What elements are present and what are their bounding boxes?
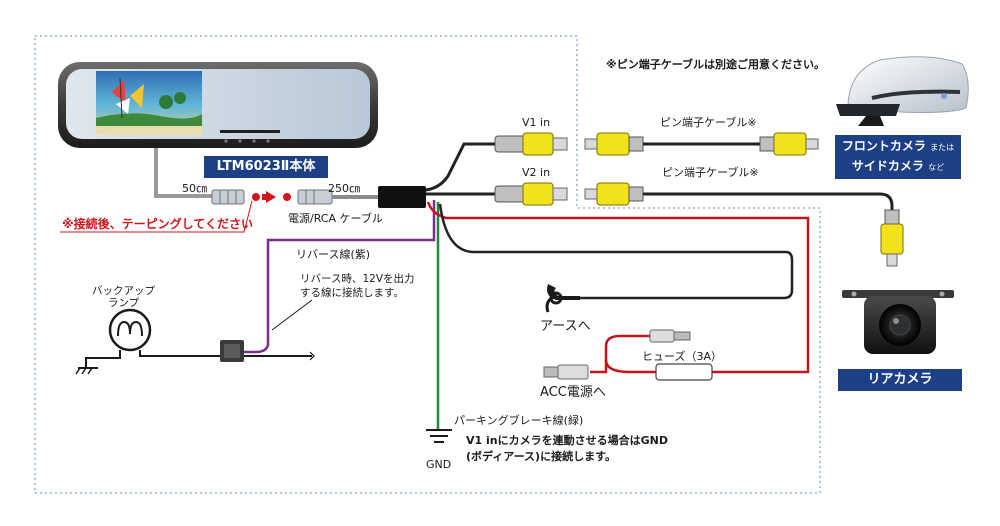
backup-lamp-icon: [75, 308, 220, 375]
acc-connector-upper: [649, 329, 691, 343]
v1-cable: [425, 142, 495, 192]
front-camera-or: または: [930, 143, 955, 152]
label-v2-in: V2 in: [522, 166, 550, 179]
connect-arrow: [266, 191, 276, 203]
label-50cm: 50㎝: [182, 182, 207, 195]
gnd-icon: [426, 429, 452, 443]
pin-cable-2: [584, 182, 904, 267]
taping-point-left: [252, 193, 260, 201]
mirror-label: LTM6023Ⅱ本体: [204, 156, 328, 178]
parking-note-line1: V1 inにカメラを連動させる場合はGND: [466, 433, 668, 447]
connector-50cm: [211, 189, 245, 205]
reverse-wire: [244, 200, 436, 354]
mirror-cable: [154, 148, 215, 198]
junction-box: [378, 186, 426, 208]
taping-leader: [60, 200, 253, 233]
splice-connector: [220, 340, 315, 362]
label-gnd: GND: [426, 458, 451, 471]
ground-wire: [438, 203, 794, 300]
parking-note-line2: (ボディアース)に接続します。: [466, 449, 616, 463]
connector-250cm: [297, 189, 333, 205]
label-v1-in: V1 in: [522, 116, 550, 129]
fuse-holder: [655, 363, 713, 381]
v1-rca-connector: [494, 132, 568, 156]
label-pin-cable-2: ピン端子ケーブル※: [662, 165, 759, 179]
rear-camera-label: リアカメラ: [838, 369, 962, 391]
label-parking-wire: パーキングブレーキ線(緑): [454, 413, 583, 427]
rear-camera-text: リアカメラ: [867, 372, 933, 387]
mirror-label-text: LTM6023Ⅱ本体: [216, 159, 316, 174]
mirror-unit: [58, 62, 378, 148]
label-power-rca-cable: 電源/RCA ケーブル: [288, 211, 383, 225]
label-pin-cable-1: ピン端子ケーブル※: [660, 115, 757, 129]
front-camera-label: フロントカメラ または サイドカメラ など: [835, 135, 961, 179]
label-reverse-wire: リバース線(紫): [296, 247, 370, 261]
label-acc: ACC電源へ: [540, 385, 606, 400]
v2-rca-connector: [494, 182, 568, 206]
taping-note: ※接続後、テーピングしてください: [62, 216, 253, 231]
pin-cable-1: [584, 132, 819, 156]
front-camera-line2: サイドカメラ: [851, 159, 924, 173]
taping-point-right: [283, 193, 291, 201]
reverse-leader: [271, 299, 313, 331]
rear-camera-image: [842, 290, 954, 354]
pin-cable-note: ※ピン端子ケーブルは別途ご用意ください。: [606, 57, 825, 71]
front-camera-etc: など: [928, 163, 945, 172]
reverse-note-line2: する線に接続します。: [300, 286, 404, 299]
front-camera-line1: フロントカメラ: [841, 139, 926, 153]
acc-wire: [426, 201, 810, 374]
acc-connector-lower: [543, 364, 589, 380]
label-ground: アースへ: [540, 319, 591, 334]
backup-lamp-line2: ランプ: [108, 297, 140, 309]
label-250cm: 250㎝: [328, 182, 360, 195]
label-fuse: ヒューズ（3A）: [642, 349, 722, 363]
reverse-note-line1: リバース時、12Vを出力: [300, 272, 415, 285]
ground-lug-icon: [545, 284, 580, 313]
backup-lamp-line1: バックアップ: [92, 285, 155, 297]
dotted-enclosure: [34, 35, 821, 494]
side-camera-image: [836, 56, 969, 126]
